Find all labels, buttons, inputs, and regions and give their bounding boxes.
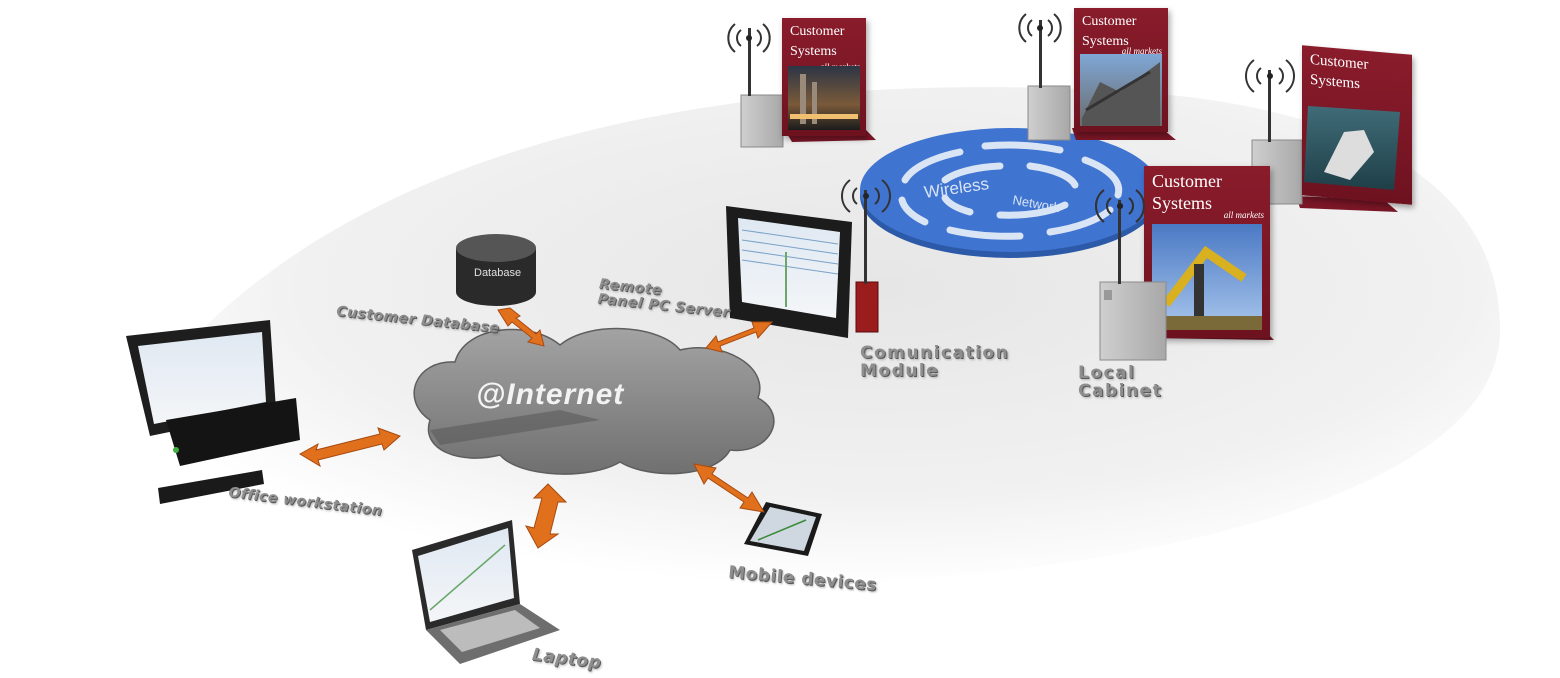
- local-cabinet-label: Local Cabinet: [1078, 364, 1162, 400]
- sign-2-line2: Systems: [1082, 34, 1129, 49]
- office-workstation: [126, 320, 300, 504]
- cabinet-antenna-1: [727, 23, 784, 148]
- sign-1-subtitle: all markets: [819, 62, 860, 72]
- arrow-database-internet: [497, 307, 545, 347]
- local-cabinet-label-line1: Local: [1078, 363, 1136, 383]
- laptop: [412, 520, 560, 664]
- sign-4-line2: Systems: [1152, 193, 1213, 213]
- arrows: [299, 307, 774, 549]
- internet-cloud: @Internet: [413, 327, 775, 475]
- internet-label: @Internet: [476, 378, 625, 411]
- sign-4-line1: Customer: [1152, 171, 1222, 191]
- sign-2-line1: Customer: [1082, 14, 1137, 29]
- arrow-laptop-internet: [525, 483, 568, 549]
- communication-module: [841, 179, 891, 333]
- arrow-panelpc-internet: [705, 321, 774, 353]
- comm-module-label-line1: Comunication: [860, 343, 1010, 363]
- sign-3-line1: Customer: [1310, 51, 1369, 73]
- sign-4-subtitle: all markets: [1223, 210, 1264, 220]
- arrow-office-internet: [299, 427, 401, 468]
- comm-module-label-line2: Module: [860, 361, 940, 381]
- database-cylinder: Database: [456, 234, 536, 306]
- cabinet-antenna-2: [1018, 13, 1071, 141]
- sign-1-line1: Customer: [790, 24, 845, 39]
- comm-module-label: Comunication Module: [860, 344, 1009, 380]
- wireless-network-disc: Wireless Network: [860, 128, 1160, 258]
- arrow-mobile-internet: [693, 463, 765, 513]
- mobile-device: [744, 502, 822, 556]
- sign-1-line2: Systems: [790, 44, 837, 59]
- sign-2-subtitle: all markets: [1121, 46, 1162, 56]
- database-icon-text: Database: [474, 267, 521, 279]
- panel-pc-server: [726, 206, 852, 338]
- local-cabinet-label-line2: Cabinet: [1078, 381, 1163, 401]
- sign-3-line2: Systems: [1310, 71, 1361, 93]
